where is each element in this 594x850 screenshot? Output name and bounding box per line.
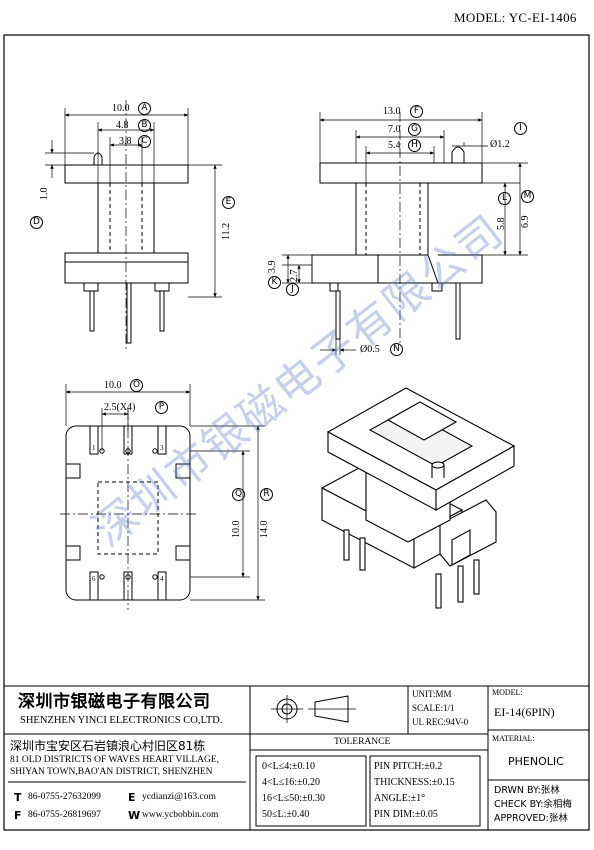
marker-p: P bbox=[155, 401, 168, 414]
marker-b: B bbox=[138, 119, 151, 132]
pin-number-3: 3 bbox=[160, 444, 164, 452]
checked-by: CHECK BY:余相梅 bbox=[494, 799, 572, 810]
dim-i-prefix: Ø bbox=[490, 139, 498, 150]
tolerance-left-3: 16<L≤50:±0.30 bbox=[262, 793, 326, 804]
material-value: PHENOLIC bbox=[508, 755, 564, 768]
dim-n-prefix: Ø bbox=[360, 344, 368, 355]
address-cn: 深圳市宝安区石岩镇浪心村旧区81栋 bbox=[10, 739, 206, 753]
ul-text: UL REC:94V-0 bbox=[412, 717, 469, 727]
dim-l-value: 5.8 bbox=[496, 217, 507, 231]
fax-number: 86-0755-26819697 bbox=[28, 810, 101, 820]
marker-f: F bbox=[410, 105, 423, 118]
scale-text: SCALE:1/1 bbox=[412, 703, 455, 713]
pin-number-6: 6 bbox=[92, 575, 96, 583]
dim-m-value: 6.9 bbox=[520, 215, 531, 229]
tolerance-right-4: PIN DIM:±0.05 bbox=[374, 809, 438, 820]
front-view bbox=[45, 100, 222, 350]
dim-b-value: 4.8 bbox=[116, 120, 129, 131]
dim-q-value: 10.0 bbox=[231, 520, 242, 539]
dim-g-value: 7.0 bbox=[388, 124, 401, 135]
email-label: E bbox=[128, 791, 136, 804]
isometric-view bbox=[320, 387, 516, 609]
approved-by: APPROVED:张林 bbox=[494, 813, 568, 824]
dim-r-value: 14.0 bbox=[259, 520, 270, 539]
drawn-by: DRWN BY:张林 bbox=[494, 785, 560, 796]
dim-e-value: 11.2 bbox=[221, 222, 232, 240]
email-address[interactable]: ycdianzi@163.com bbox=[142, 792, 216, 802]
tolerance-right-3: ANGLE:±1° bbox=[374, 793, 426, 804]
marker-e: E bbox=[222, 196, 235, 209]
dim-a-value: 10.0 bbox=[112, 103, 130, 114]
marker-m: M bbox=[521, 190, 534, 203]
tel-number: 86-0755-27632099 bbox=[28, 792, 101, 802]
dim-i-value: 1.2 bbox=[497, 139, 510, 150]
tel-label: T bbox=[14, 791, 22, 804]
dim-h-value: 5.4 bbox=[388, 140, 401, 151]
tolerance-right-2: THICKNESS:±0.15 bbox=[374, 777, 455, 788]
title-block bbox=[3, 685, 590, 831]
dim-j-value: 2.7 bbox=[289, 269, 300, 283]
tolerance-right-1: PIN PITCH:±0.2 bbox=[374, 761, 443, 772]
model-label: MODEL: bbox=[492, 688, 523, 697]
dim-o-value: 10.0 bbox=[104, 380, 122, 391]
model-value: EI-14(6PIN) bbox=[494, 705, 555, 719]
marker-j: J bbox=[286, 283, 299, 296]
dim-f-value: 13.0 bbox=[383, 106, 401, 117]
pin-number-1: 1 bbox=[92, 444, 96, 452]
marker-g: G bbox=[408, 123, 421, 136]
material-label: MATERIAL: bbox=[492, 734, 535, 743]
company-name-cn: 深圳市银磁电子有限公司 bbox=[18, 692, 211, 712]
marker-n: N bbox=[390, 343, 403, 356]
tolerance-left-4: 50≤L:±0.40 bbox=[262, 809, 310, 820]
bottom-view bbox=[60, 384, 265, 610]
marker-d: D bbox=[30, 216, 43, 229]
marker-a: A bbox=[138, 102, 151, 115]
company-name-en: SHENZHEN YINCI ELECTRONICS CO,LTD. bbox=[20, 715, 223, 726]
fax-label: F bbox=[14, 809, 22, 822]
marker-r: R bbox=[260, 488, 273, 501]
dim-p-value: 2.5(X4) bbox=[104, 402, 136, 413]
tolerance-left-1: 0<L≤4:±0.10 bbox=[262, 761, 316, 772]
website[interactable]: www.ycbobbin.com bbox=[142, 810, 219, 820]
address-en-line2: SHIYAN TOWN,BAO'AN DISTRICT, SHENZHEN bbox=[10, 767, 213, 777]
marker-c: C bbox=[138, 135, 151, 148]
marker-q: Q bbox=[232, 488, 245, 501]
dim-k-value: 3.9 bbox=[267, 260, 278, 274]
marker-h: H bbox=[408, 139, 421, 152]
marker-l: L bbox=[498, 192, 511, 205]
dim-d-value: 1.0 bbox=[39, 187, 50, 201]
dim-n-value: 0.5 bbox=[367, 344, 380, 355]
tolerance-title: TOLERANCE bbox=[334, 737, 391, 747]
address-en-line1: 81 OLD DISTRICTS OF WAVES HEART VILLAGE, bbox=[10, 755, 220, 765]
marker-o: O bbox=[130, 379, 143, 392]
pin-number-4: 4 bbox=[160, 575, 164, 583]
marker-k: K bbox=[268, 276, 281, 289]
dim-c-value: 3.8 bbox=[119, 136, 132, 147]
web-label: W bbox=[128, 809, 141, 822]
tolerance-left-2: 4<L≤16:±0.20 bbox=[262, 777, 321, 788]
marker-i: I bbox=[514, 122, 527, 135]
model-header: MODEL: YC-EI-1406 bbox=[454, 10, 577, 25]
unit-text: UNIT:MM bbox=[412, 689, 452, 699]
